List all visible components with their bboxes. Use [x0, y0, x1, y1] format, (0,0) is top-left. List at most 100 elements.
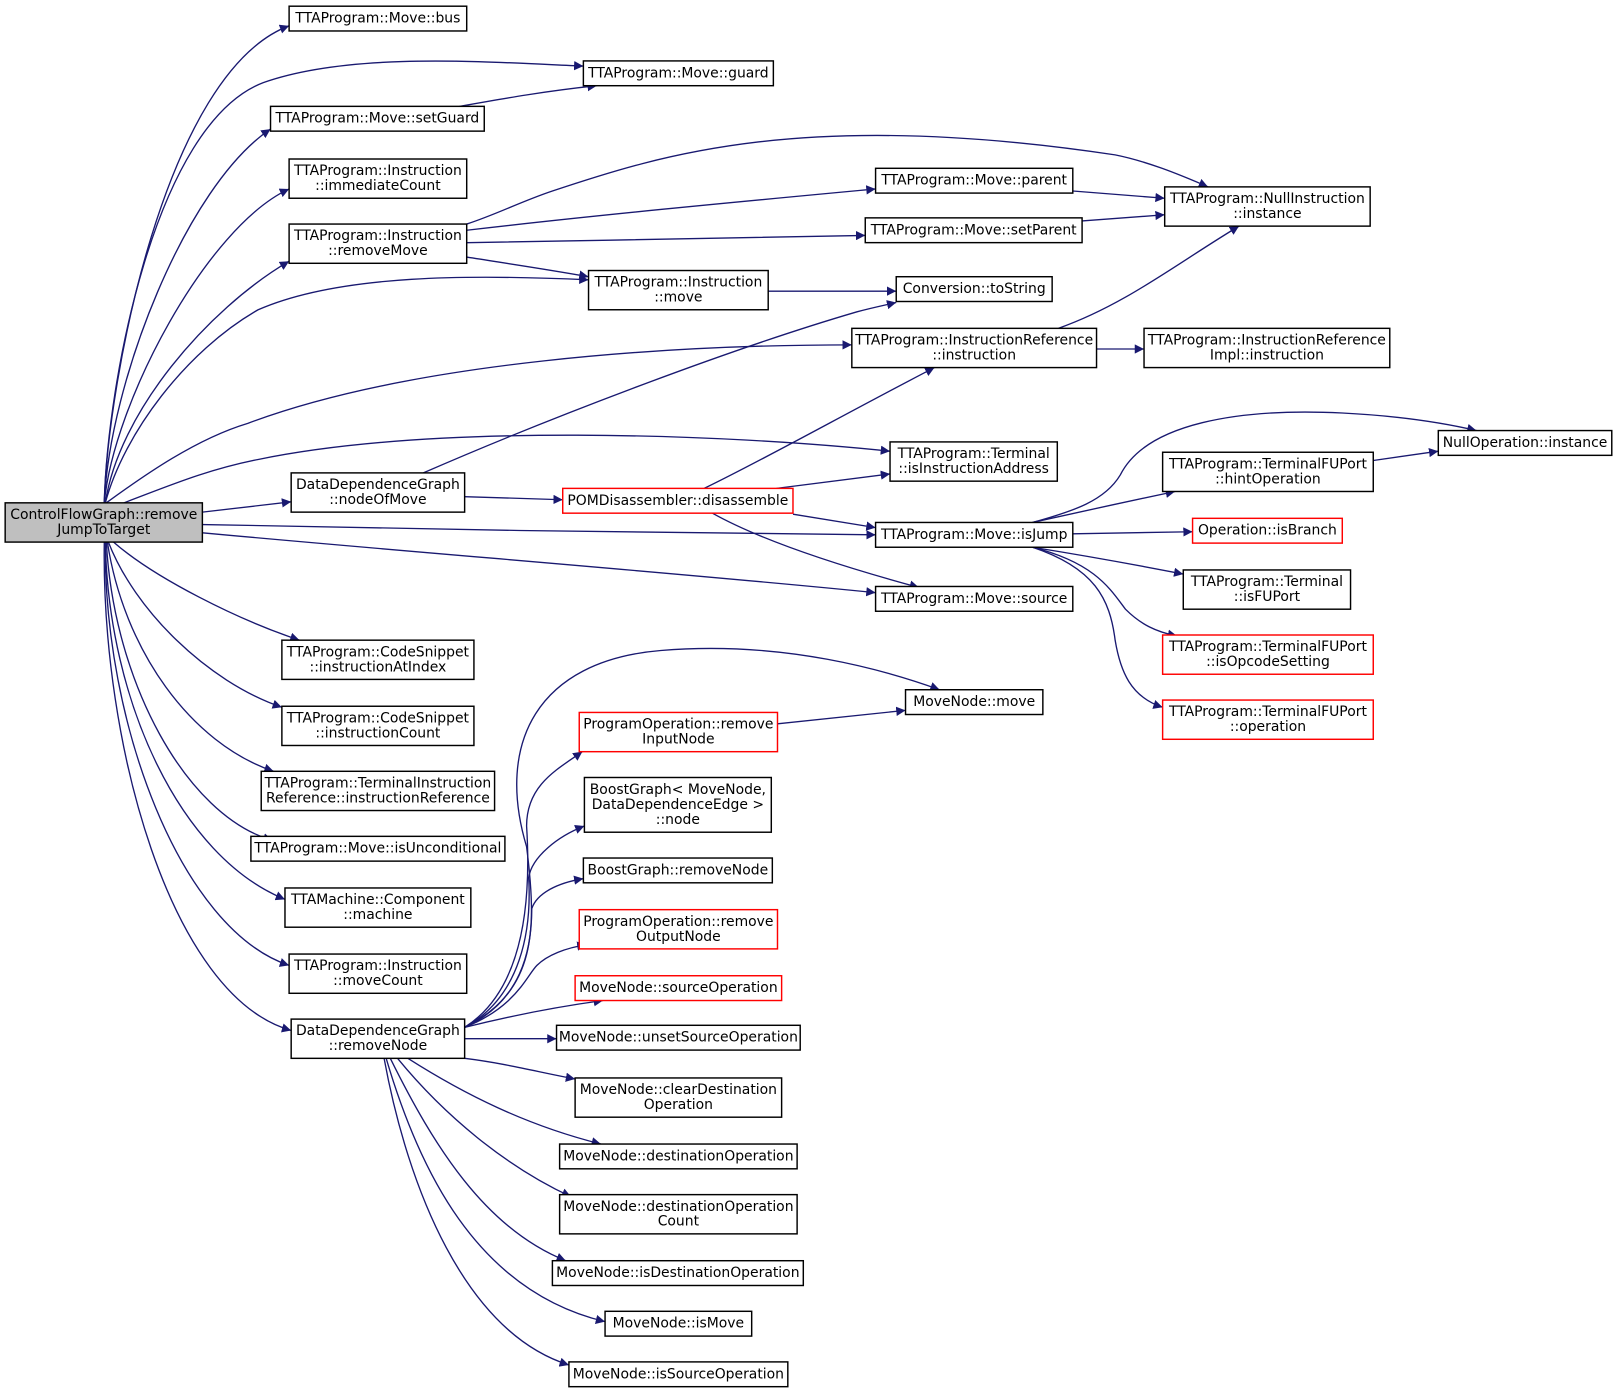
node-mn-ismove[interactable]: MoveNode::isMove — [604, 1310, 753, 1337]
node-ddg-nodeofmove[interactable]: DataDependenceGraph::nodeOfMove — [290, 472, 466, 513]
node-instr-removemove[interactable]: TTAProgram::Instruction::removeMove — [288, 223, 468, 265]
node-label: BoostGraph::removeNode — [588, 862, 769, 878]
node-tfup-operation[interactable]: TTAProgram::TerminalFUPort::operation — [1161, 699, 1374, 741]
node-label: TTAProgram::TerminalInstruction — [264, 775, 492, 791]
edge-root-to-ddg_nodeofmove — [202, 498, 292, 513]
node-mn-issourceop[interactable]: MoveNode::isSourceOperation — [568, 1361, 789, 1388]
node-bg-node[interactable]: BoostGraph< MoveNode,DataDependenceEdge … — [583, 776, 773, 833]
node-label: MoveNode::sourceOperation — [579, 980, 778, 996]
node-label: TTAProgram::Instruction — [593, 275, 762, 291]
node-label: TTAProgram::Terminal — [1190, 574, 1343, 590]
node-label: ::removeNode — [329, 1038, 428, 1054]
node-instr-immcount[interactable]: TTAProgram::Instruction::immediateCount — [288, 158, 468, 199]
node-box — [284, 887, 472, 928]
node-move-setparent[interactable]: TTAProgram::Move::setParent — [864, 217, 1083, 244]
node-box — [874, 585, 1074, 612]
node-instrref-instr[interactable]: TTAProgram::InstructionReference::instru… — [851, 327, 1098, 369]
node-move-setguard[interactable]: TTAProgram::Move::setGuard — [269, 105, 485, 132]
edge-instr_removemove-to-nullinstr — [466, 134, 1209, 225]
node-label: ProgramOperation::remove — [583, 914, 773, 930]
edge-move_isjump-to-tfup_hintop — [1032, 488, 1176, 524]
edge-ddg_removenode-to-mn_isdestop — [389, 1058, 567, 1262]
node-label: POMDisassembler::disassemble — [567, 493, 788, 509]
node-label: MoveNode::destinationOperation — [563, 1199, 793, 1215]
node-move-parent[interactable]: TTAProgram::Move::parent — [874, 167, 1074, 194]
node-instr-move[interactable]: TTAProgram::Instruction::move — [587, 269, 769, 311]
node-mn-destop[interactable]: MoveNode::destinationOperation — [558, 1143, 798, 1170]
edge-root-to-instrref_instr — [105, 340, 852, 504]
node-instr-movecount[interactable]: TTAProgram::Instruction::moveCount — [288, 953, 468, 995]
node-ddg-removenode[interactable]: DataDependenceGraph::removeNode — [290, 1018, 466, 1060]
node-box — [288, 953, 468, 995]
node-instrrefimpl[interactable]: TTAProgram::InstructionReferenceImpl::in… — [1143, 327, 1391, 369]
node-op-isbranch[interactable]: Operation::isBranch — [1191, 517, 1344, 544]
edge-root-to-ddg_removenode — [103, 542, 292, 1033]
node-label: ::isInstructionAddress — [898, 461, 1048, 477]
node-label: TTAProgram::TerminalFUPort — [1168, 639, 1367, 655]
node-cs-instratindex[interactable]: TTAProgram::CodeSnippet::instructionAtIn… — [281, 639, 475, 681]
edge-root-to-instr_removemove — [104, 260, 290, 503]
node-mn-unsetsourceop[interactable]: MoveNode::unsetSourceOperation — [555, 1024, 801, 1051]
node-label: TTAProgram::Move::bus — [294, 11, 460, 27]
edge-move_isjump-to-term_isfuport — [1032, 546, 1184, 577]
node-label: TTAMachine::Component — [290, 892, 465, 908]
node-tir-instrref[interactable]: TTAProgram::TerminalInstructionReference… — [260, 770, 496, 812]
node-mn-sourceop[interactable]: MoveNode::sourceOperation — [574, 975, 783, 1002]
node-label: ProgramOperation::remove — [583, 717, 773, 733]
node-nullinstr[interactable]: TTAProgram::NullInstruction::instance — [1163, 186, 1371, 227]
node-label: TTAProgram::Instruction — [293, 163, 462, 179]
node-move-source[interactable]: TTAProgram::Move::source — [874, 585, 1074, 612]
node-box — [1161, 634, 1374, 675]
edge-instr_removemove-to-move_setparent — [466, 230, 866, 244]
node-term-isfuport[interactable]: TTAProgram::Terminal::isFUPort — [1182, 569, 1352, 610]
node-move-guard[interactable]: TTAProgram::Move::guard — [582, 60, 775, 87]
node-label: TTAProgram::Terminal — [897, 446, 1050, 462]
edge-root-to-move_isjump — [202, 523, 876, 540]
node-box — [874, 167, 1074, 194]
node-mn-isdestop[interactable]: MoveNode::isDestinationOperation — [551, 1259, 805, 1287]
edge-move_setparent-to-nullinstr — [1082, 210, 1165, 222]
node-label: BoostGraph< MoveNode, — [590, 782, 766, 798]
edge-instr_removemove-to-move_parent — [466, 185, 876, 231]
node-term-isinstraddr[interactable]: TTAProgram::Terminal::isInstructionAddre… — [889, 441, 1059, 482]
node-conv-tostring[interactable]: Conversion::toString — [895, 275, 1053, 303]
node-label: ::move — [654, 290, 702, 306]
edge-root-to-move_isuncond — [105, 542, 273, 843]
node-label: TTAProgram::Instruction — [293, 958, 462, 974]
node-move-bus[interactable]: TTAProgram::Move::bus — [288, 5, 468, 32]
node-box — [874, 521, 1074, 548]
edge-pom_disasm-to-move_isjump — [792, 513, 876, 531]
edge-move_isjump-to-tfup_operation — [1032, 546, 1163, 709]
node-box — [1161, 699, 1374, 741]
node-box — [290, 472, 466, 513]
node-label: TTAProgram::CodeSnippet — [286, 710, 470, 726]
node-bg-removenode[interactable]: BoostGraph::removeNode — [582, 857, 774, 884]
node-nullop[interactable]: NullOperation::instance — [1437, 429, 1613, 457]
node-comp-machine[interactable]: TTAMachine::Component::machine — [284, 887, 472, 928]
edge-ddg_removenode-to-po_removeoutput — [464, 941, 587, 1028]
node-box — [290, 1018, 466, 1060]
node-box — [574, 975, 783, 1002]
node-pom-disasm[interactable]: POMDisassembler::disassemble — [562, 487, 794, 514]
node-tfup-isopcode[interactable]: TTAProgram::TerminalFUPort::isOpcodeSett… — [1161, 634, 1374, 675]
node-move-isjump[interactable]: TTAProgram::Move::isJump — [874, 521, 1074, 548]
node-label: ::isOpcodeSetting — [1206, 654, 1330, 670]
node-label: ::operation — [1230, 719, 1306, 735]
edge-ddg_removenode-to-mn_issourceop — [383, 1058, 570, 1367]
node-box — [288, 158, 468, 199]
node-label: ::nodeOfMove — [329, 492, 426, 508]
node-label: TTAProgram::TerminalFUPort — [1168, 704, 1367, 720]
node-movenode-move[interactable]: MoveNode::move — [904, 689, 1044, 716]
node-label: ::hintOperation — [1215, 471, 1321, 487]
node-box — [582, 60, 775, 87]
node-move-isuncond[interactable]: TTAProgram::Move::isUnconditional — [250, 835, 506, 862]
node-tfup-hintop[interactable]: TTAProgram::TerminalFUPort::hintOperatio… — [1161, 451, 1374, 493]
node-cs-instrcount[interactable]: TTAProgram::CodeSnippet::instructionCoun… — [281, 705, 475, 747]
edge-ddg_nodeofmove-to-pom_disasm — [464, 494, 563, 505]
node-box — [1161, 451, 1374, 493]
